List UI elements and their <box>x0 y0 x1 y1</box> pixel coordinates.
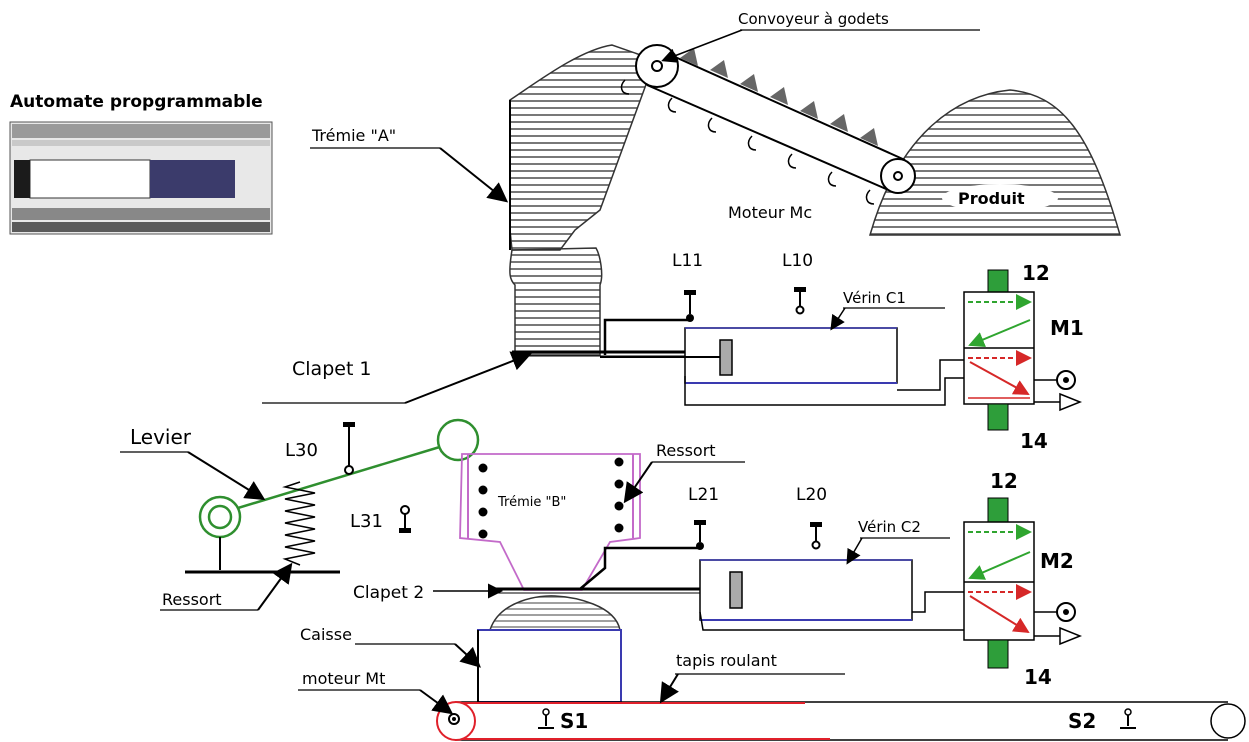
verin-c2-label: Vérin C2 <box>858 518 921 536</box>
l10-label: L10 <box>782 251 813 271</box>
l11-sensor <box>686 314 694 322</box>
l20-label: L20 <box>796 485 827 505</box>
m2-pressure-icon <box>1059 626 1083 646</box>
s1-sensor <box>538 708 554 729</box>
caisse: Caisse <box>300 595 622 703</box>
l30-label: L30 <box>285 440 318 461</box>
tapis-label: tapis roulant <box>676 651 777 670</box>
tremie-a-label-group: Trémie "A" <box>310 126 509 203</box>
convoyeur-label: Convoyeur à godets <box>738 10 889 28</box>
plc: Automate propgrammable <box>9 92 273 235</box>
clapet1-assembly: L11 L10 Vérin C1 Clapet 1 <box>262 251 965 406</box>
caisse-label: Caisse <box>300 625 352 644</box>
m2-14-label: 14 <box>1024 665 1052 689</box>
l20-sensor <box>811 540 821 550</box>
moteur-mt-label: moteur Mt <box>302 669 385 688</box>
clapet2-assembly: L21 L20 Vérin C2 Clapet 2 <box>353 485 966 631</box>
moteur-mc-label: Moteur Mc <box>728 203 812 222</box>
clapet1-label: Clapet 1 <box>292 358 372 380</box>
s2-label: S2 <box>1068 709 1096 733</box>
bucket-conveyor: Convoyeur à godets Moteur Mc <box>620 10 980 222</box>
l21-sensor <box>696 542 704 550</box>
tremie-a-label: Trémie "A" <box>311 126 396 145</box>
verin-c1-label: Vérin C1 <box>843 289 906 307</box>
plc-title: Automate propgrammable <box>10 92 263 112</box>
levier-label: Levier <box>130 425 192 449</box>
conveyor-belt: tapis roulant moteur Mt S1 S2 <box>298 651 1246 741</box>
verin-c1 <box>684 327 898 384</box>
lever-assembly: Levier Ressort L30 L31 <box>120 418 480 611</box>
produit-pile: Produit <box>869 89 1121 236</box>
m2-12-label: 12 <box>990 469 1018 493</box>
return-drum <box>1210 703 1246 739</box>
clapet2-label: Clapet 2 <box>353 583 424 603</box>
distributor-m2: 12 M2 14 <box>963 469 1083 689</box>
m1-pressure-icon <box>1059 392 1083 412</box>
piston-c2 <box>729 571 743 609</box>
m1-14-label: 14 <box>1020 429 1048 453</box>
l10-sensor <box>795 305 805 315</box>
l21-label: L21 <box>688 485 719 505</box>
m1-12-label: 12 <box>1022 261 1050 285</box>
m1-label: M1 <box>1050 316 1084 340</box>
m2-label: M2 <box>1040 549 1074 573</box>
ressort-left-label: Ressort <box>162 590 222 609</box>
distributor-m1: 12 M1 14 <box>963 261 1084 453</box>
ressort-right-label: Ressort <box>656 441 716 460</box>
l31-label: L31 <box>350 511 383 532</box>
s1-label: S1 <box>560 709 588 733</box>
caisse-box <box>477 629 622 703</box>
lever-arm <box>237 444 444 510</box>
produit-label: Produit <box>958 189 1025 208</box>
lever-roller <box>436 418 480 462</box>
l30-sensor <box>344 465 354 475</box>
tremie-a <box>509 44 656 356</box>
s2-sensor <box>1120 708 1136 729</box>
piston-c1 <box>719 339 733 376</box>
left-spring <box>282 481 316 566</box>
l31-sensor <box>400 505 410 515</box>
l11-label: L11 <box>672 251 703 271</box>
tremie-b-label: Trémie "B" <box>497 495 566 510</box>
